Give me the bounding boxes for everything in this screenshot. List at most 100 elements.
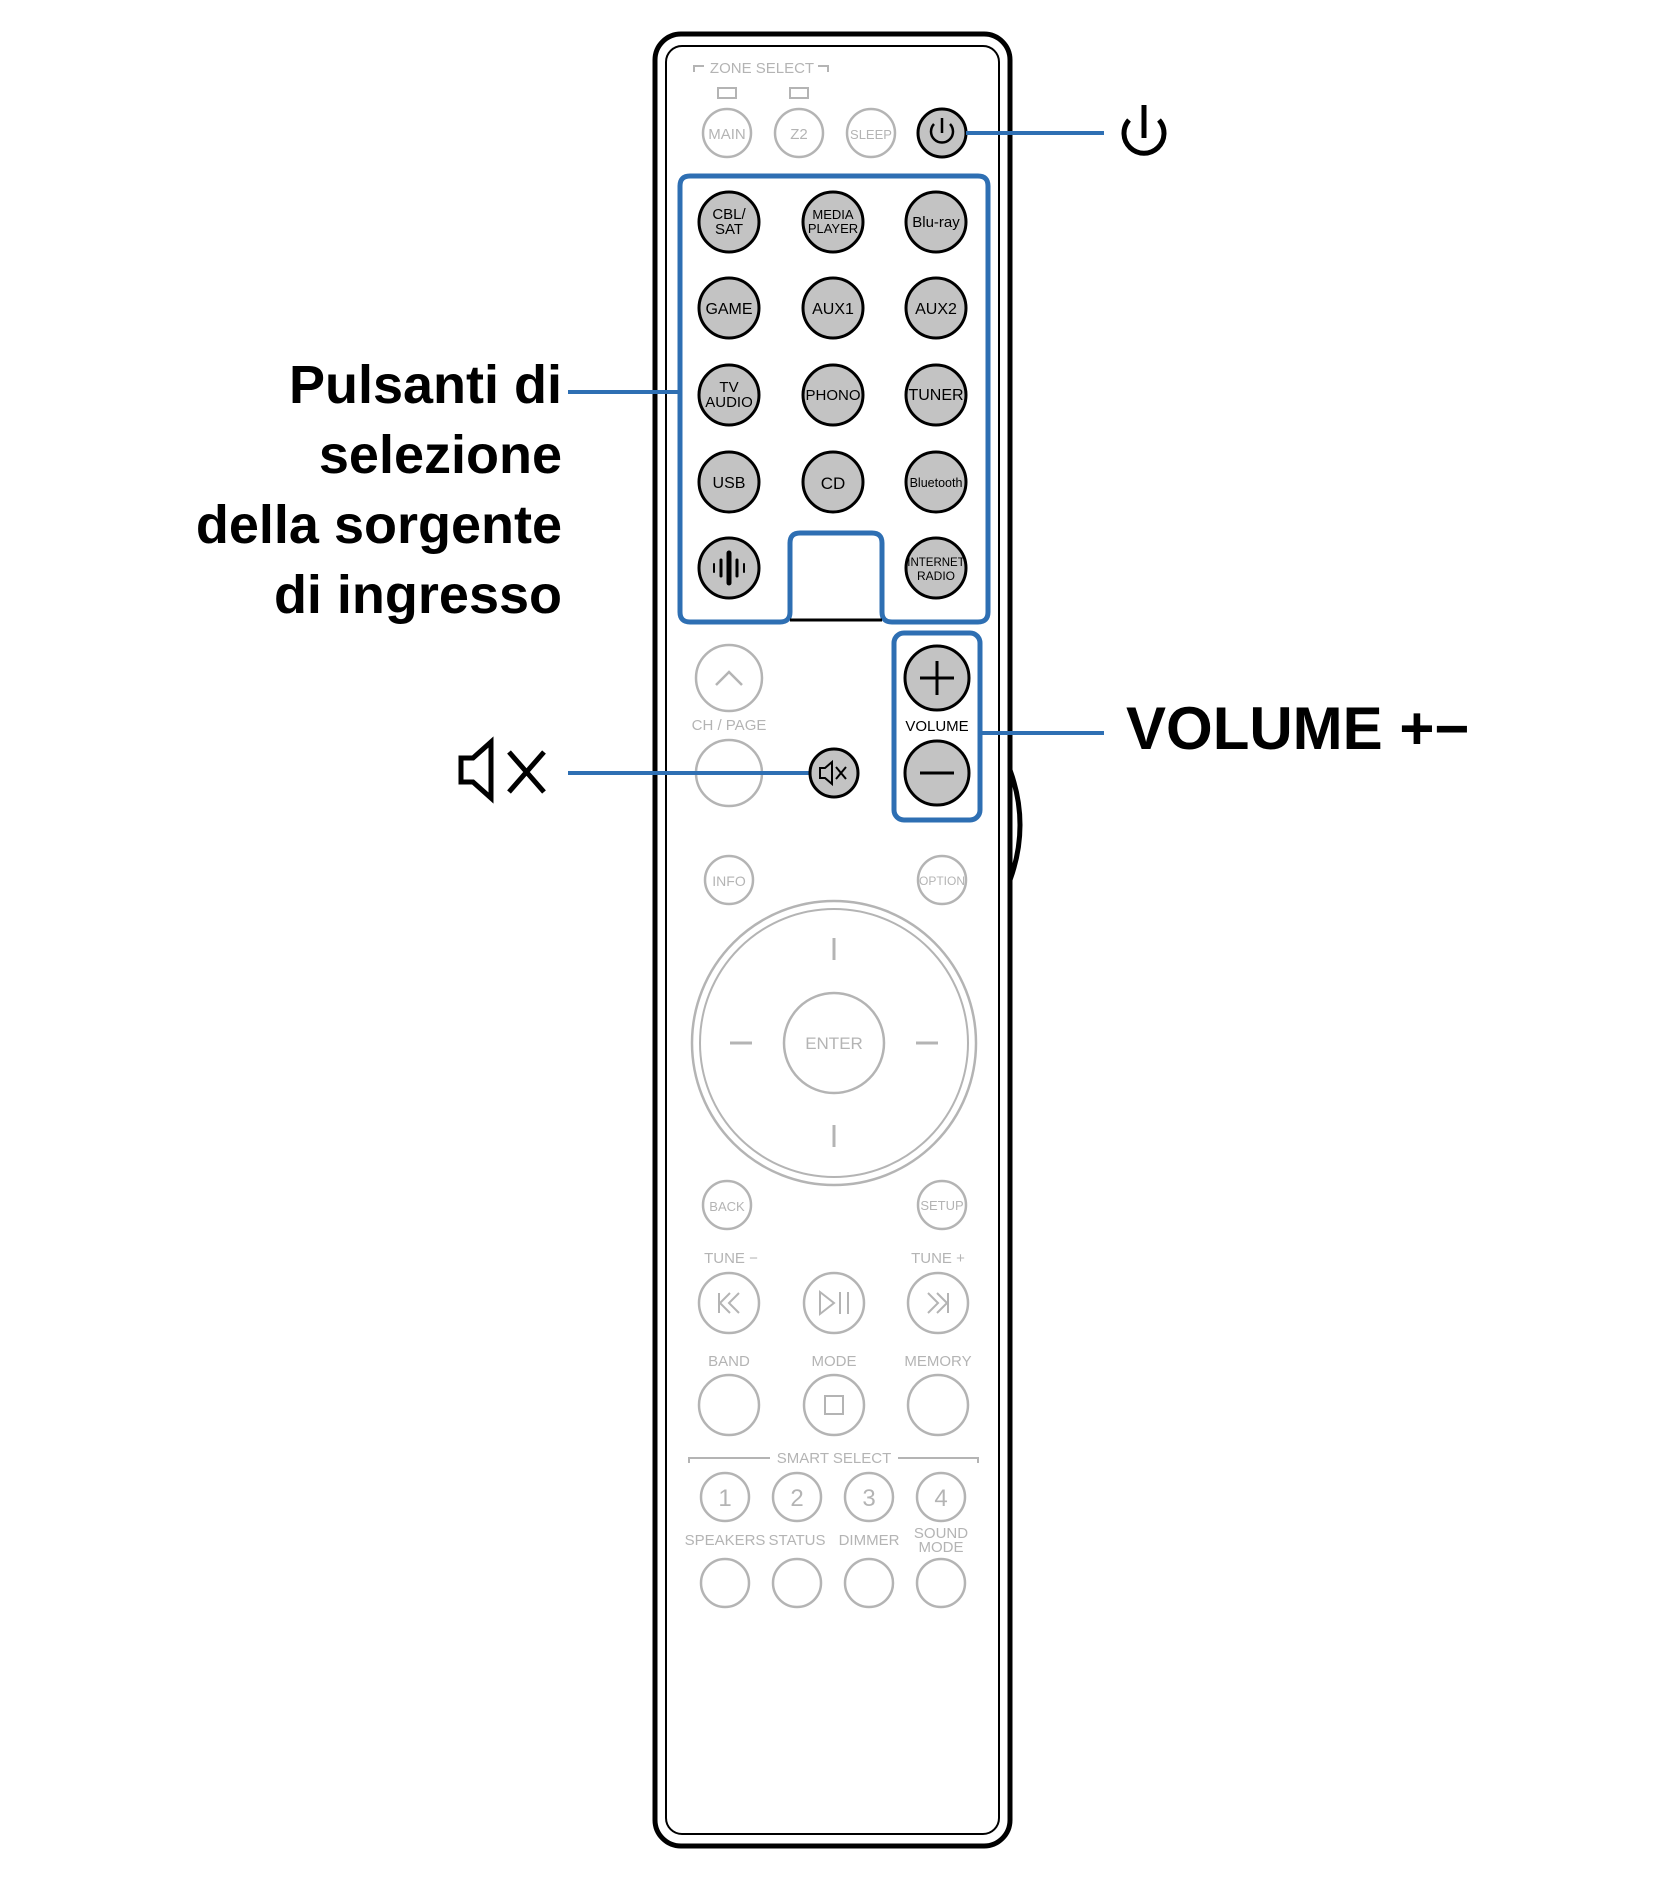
tv-audio-button[interactable]: TV AUDIO [697, 363, 761, 427]
speaker-icon [819, 759, 833, 787]
aux1-label: AUX1 [812, 301, 854, 318]
chevron-up-icon [715, 670, 743, 686]
smart-select-3-button[interactable]: 3 [843, 1471, 895, 1523]
previous-button[interactable] [697, 1271, 761, 1335]
aux2-label: AUX2 [915, 301, 957, 318]
ch-page-label: CH / PAGE [692, 717, 767, 734]
memory-label: MEMORY [904, 1353, 971, 1370]
volume-down-button[interactable] [903, 739, 971, 807]
play-pause-button[interactable] [802, 1271, 866, 1335]
phono-button[interactable]: PHONO [801, 363, 865, 427]
media-player-label-1: MEDIA [812, 207, 854, 222]
option-button[interactable]: OPTION [916, 854, 968, 906]
bluetooth-button[interactable]: Bluetooth [904, 450, 968, 514]
volume-up-button[interactable] [903, 644, 971, 712]
status-label: STATUS [769, 1532, 826, 1549]
phono-label: PHONO [805, 387, 860, 404]
tune-minus-label: TUNE − [704, 1250, 758, 1267]
source-callout-line-1: Pulsanti di [288, 355, 562, 415]
cbl-sat-label-2: SAT [715, 221, 743, 238]
heos-icon [713, 550, 745, 586]
sound-mode-button[interactable] [915, 1557, 967, 1609]
enter-button[interactable]: ENTER [782, 991, 886, 1095]
aux1-button[interactable]: AUX1 [801, 276, 865, 340]
speakers-label: SPEAKERS [685, 1532, 766, 1549]
usb-button[interactable]: USB [697, 450, 761, 514]
source-callout-line-3: della sorgente [195, 495, 562, 555]
smart-select-2-button[interactable]: 2 [771, 1471, 823, 1523]
cd-button[interactable]: CD [801, 450, 865, 514]
zone-select-group [693, 65, 829, 99]
power-icon [929, 123, 955, 144]
info-button[interactable]: INFO [703, 854, 755, 906]
media-player-button[interactable]: MEDIA PLAYER [801, 190, 865, 254]
band-button[interactable] [697, 1373, 761, 1437]
dpad[interactable] [690, 899, 978, 1187]
mute-callout-icon [458, 736, 546, 804]
zone2-button[interactable]: Z2 [773, 107, 825, 159]
back-button[interactable]: BACK [701, 1179, 753, 1231]
main-button[interactable]: MAIN [701, 107, 753, 159]
bluray-button[interactable]: Blu-ray [904, 190, 968, 254]
volume-callout: VOLUME +− [1126, 695, 1470, 762]
mode-button[interactable] [802, 1373, 866, 1437]
status-button[interactable] [771, 1557, 823, 1609]
game-label: GAME [705, 301, 752, 318]
skip-forward-icon [927, 1292, 949, 1314]
internet-radio-label-1: INTERNET [907, 557, 965, 569]
internet-radio-button[interactable]: INTERNET RADIO [904, 536, 968, 600]
stop-icon [824, 1395, 844, 1415]
play-pause-icon [819, 1289, 849, 1317]
tv-audio-label-1: TV [719, 379, 738, 396]
skip-back-icon [718, 1292, 740, 1314]
remote-body-inner [665, 45, 1000, 1835]
volume-label: VOLUME [905, 718, 968, 735]
smart-select-1-button[interactable]: 1 [699, 1471, 751, 1523]
source-selection-callout: Pulsanti di selezione della sorgente di … [100, 350, 562, 630]
speakers-button[interactable] [699, 1557, 751, 1609]
dimmer-label: DIMMER [839, 1532, 900, 1549]
sound-mode-label-2: MODE [919, 1539, 964, 1556]
next-button[interactable] [906, 1271, 970, 1335]
remote-side-bulge [1007, 769, 1023, 881]
zone-select-label: ZONE SELECT [710, 60, 814, 77]
smart-select-label: SMART SELECT [777, 1450, 891, 1467]
tune-plus-label: TUNE + [911, 1250, 965, 1267]
usb-label: USB [713, 475, 746, 492]
enter-label: ENTER [805, 1034, 863, 1053]
mute-button[interactable] [808, 747, 860, 799]
smart-select-2-label: 2 [790, 1485, 803, 1512]
back-label: BACK [709, 1199, 745, 1214]
ch-page-up-button[interactable] [694, 643, 764, 713]
smart-select-4-label: 4 [934, 1485, 947, 1512]
tuner-button[interactable]: TUNER [904, 363, 968, 427]
source-callout-line-4: di ingresso [273, 565, 562, 625]
volume-highlight [891, 630, 983, 823]
aux2-button[interactable]: AUX2 [904, 276, 968, 340]
sleep-button[interactable]: SLEEP [845, 107, 897, 159]
power-callout-icon [1121, 105, 1167, 156]
option-label: OPTION [919, 874, 965, 888]
tv-audio-label-2: AUDIO [705, 394, 753, 411]
power-button[interactable] [916, 107, 968, 159]
game-button[interactable]: GAME [697, 276, 761, 340]
cbl-sat-button[interactable]: CBL/ SAT [697, 190, 761, 254]
sound-mode-label-1: SOUND [914, 1525, 968, 1542]
setup-label: SETUP [920, 1198, 963, 1213]
smart-select-4-button[interactable]: 4 [915, 1471, 967, 1523]
bluray-label: Blu-ray [912, 214, 960, 231]
smart-select-3-label: 3 [862, 1485, 875, 1512]
source-callout-line-2: selezione [318, 425, 562, 485]
memory-button[interactable] [906, 1373, 970, 1437]
setup-button[interactable]: SETUP [916, 1179, 968, 1231]
zone2-button-label: Z2 [790, 126, 808, 143]
smart-select-bracket [688, 1457, 979, 1463]
heos-button[interactable] [697, 536, 761, 600]
media-player-label-2: PLAYER [808, 221, 858, 236]
info-label: INFO [712, 873, 746, 889]
dimmer-button[interactable] [843, 1557, 895, 1609]
internet-radio-label-2: RADIO [917, 569, 955, 583]
tuner-label: TUNER [908, 387, 963, 404]
source-selection-highlight [677, 173, 991, 625]
